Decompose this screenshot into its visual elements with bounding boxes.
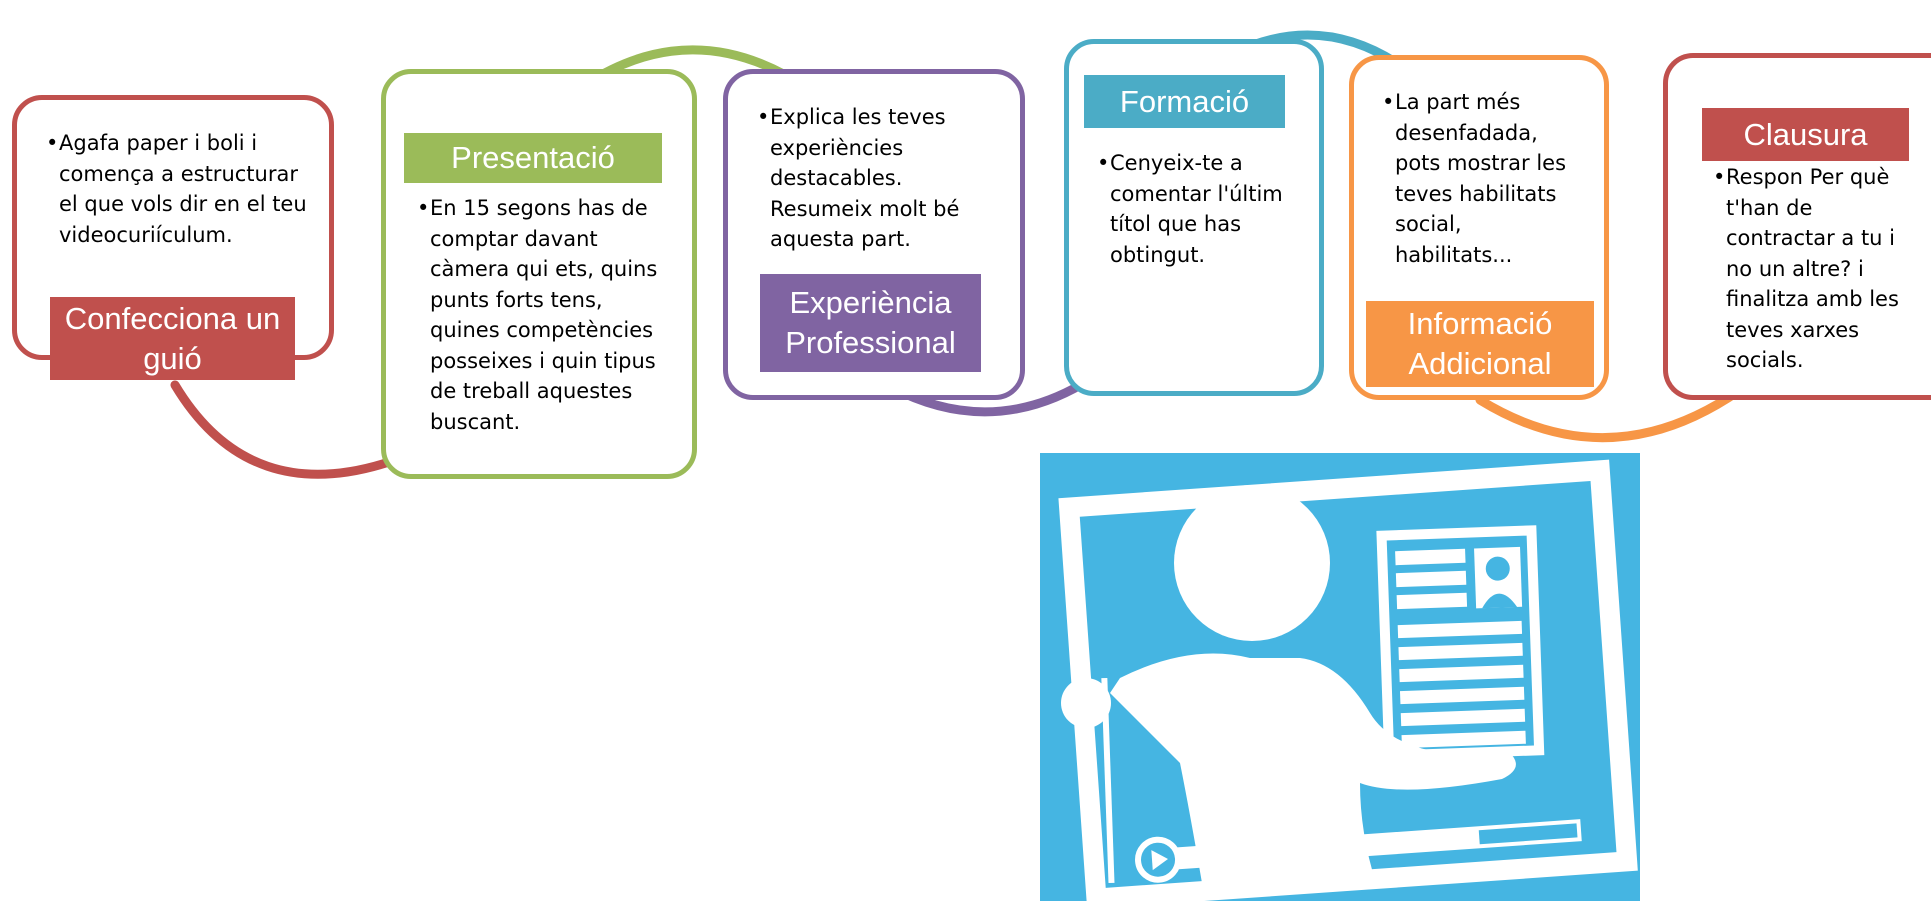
step-description-3: • Explica les teves experiències destaca…	[757, 105, 960, 251]
connector-arc-1	[170, 380, 400, 479]
video-player-controls	[1135, 819, 1582, 883]
step-description-1: • Agafa paper i boli i comença a estruct…	[46, 128, 308, 288]
cv-document-icon	[1376, 525, 1545, 761]
step-label-5: Informació Addicional	[1366, 301, 1594, 387]
step-label-3: Experiència Professional	[760, 274, 981, 372]
step-label-2: Presentació	[404, 133, 662, 183]
play-icon	[1151, 850, 1169, 871]
step-label-1: Confecciona un guió	[50, 297, 295, 380]
step-label-6: Clausura	[1702, 108, 1909, 161]
step-description-5: • La part més desenfadada, pots mostrar …	[1382, 90, 1567, 267]
connector-arc-5	[1475, 385, 1745, 443]
bullet: •	[46, 131, 59, 155]
person-icon	[1061, 485, 1516, 884]
step-description-6: • Respon Per què t'han de contractar a t…	[1713, 165, 1899, 372]
step-description-4: • Cenyeix-te a comentar l'últim títol qu…	[1097, 151, 1283, 267]
step-label-4: Formació	[1084, 75, 1285, 128]
video-cv-presenter-icon	[1040, 453, 1640, 901]
step-description-2: • En 15 segons has de comptar davant càm…	[417, 196, 658, 434]
